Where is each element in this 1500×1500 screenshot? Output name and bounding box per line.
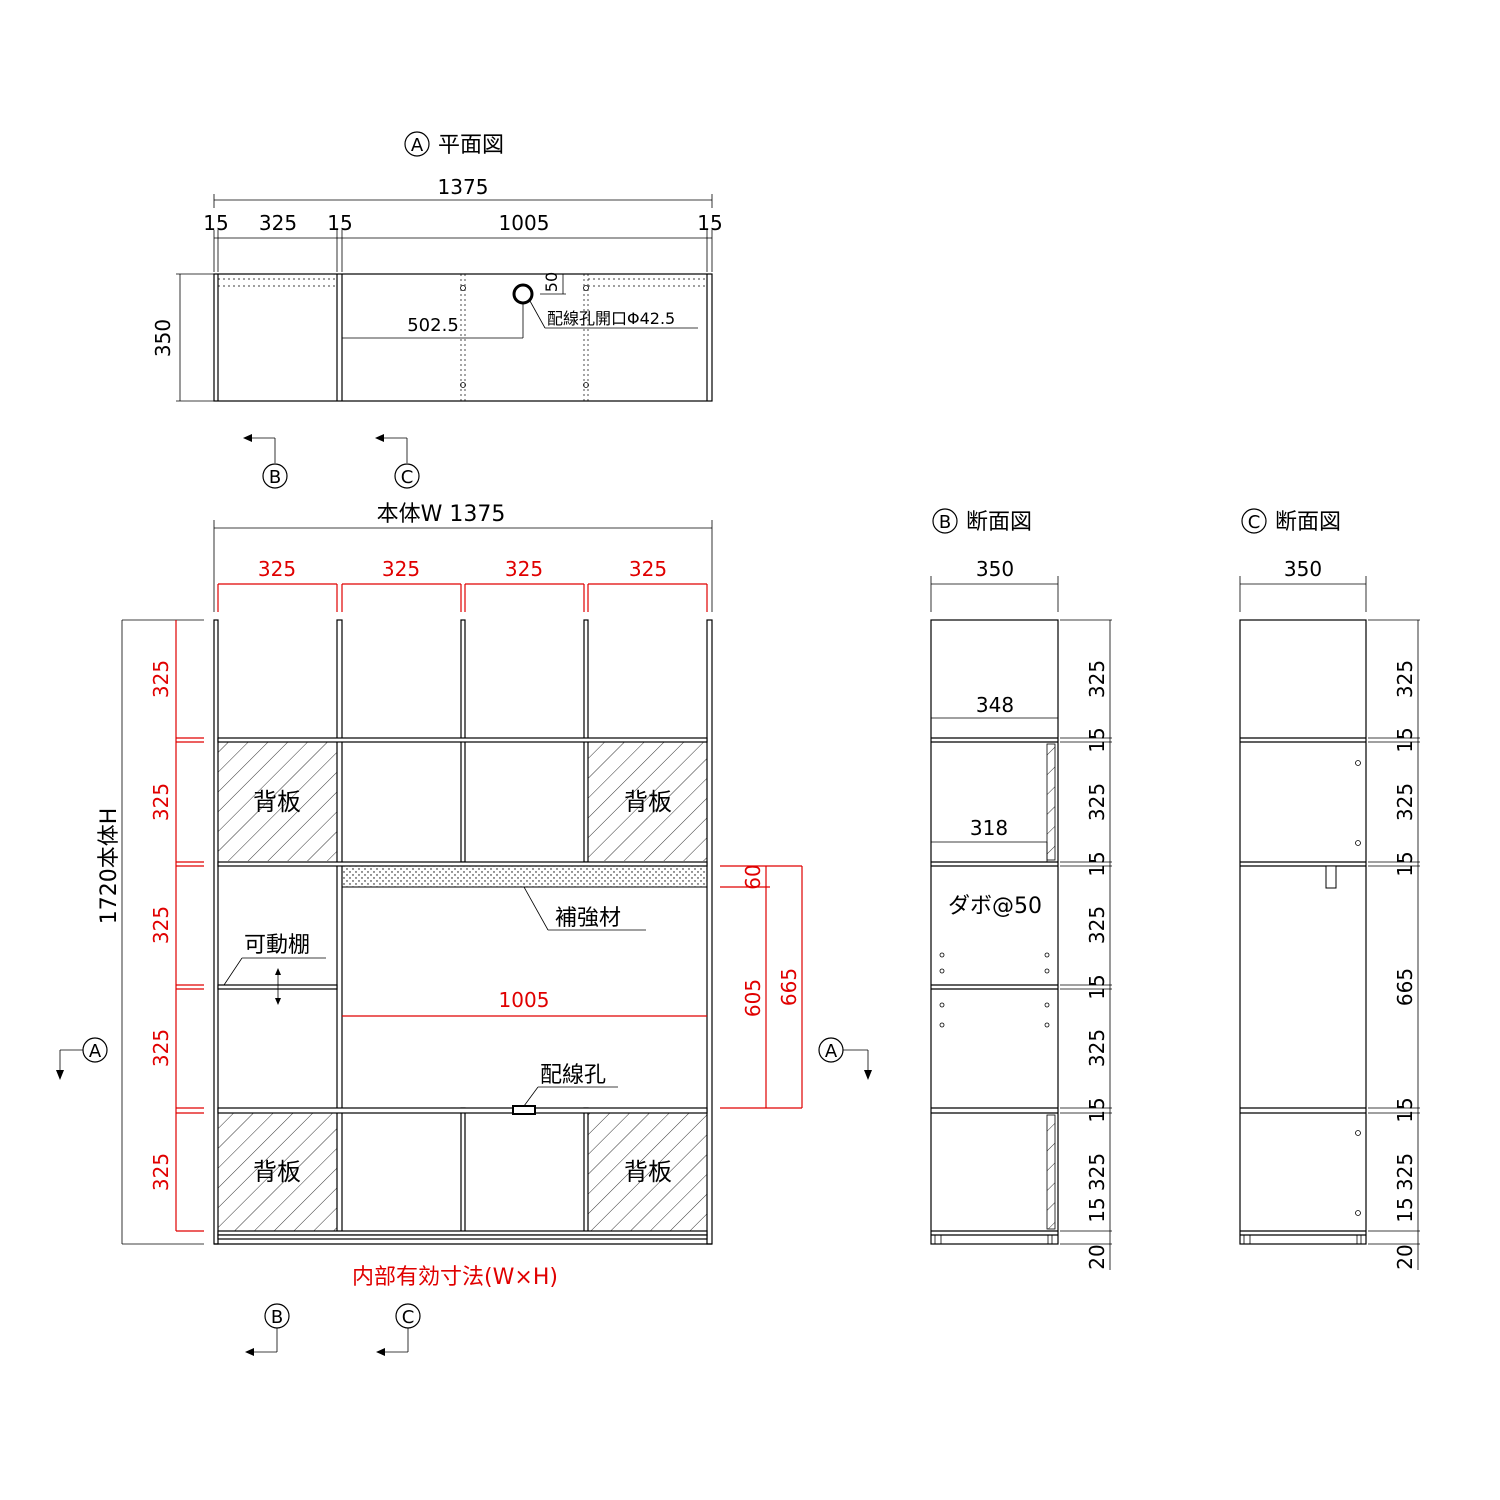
front-width-label: 本体W 1375	[377, 502, 506, 527]
opening-dim-605: 605	[741, 979, 765, 1017]
back-panel-label: 背板	[624, 1158, 672, 1186]
section-c-marker: C	[1248, 512, 1261, 533]
svg-text:C: C	[401, 467, 414, 488]
svg-text:325: 325	[1393, 783, 1417, 821]
plan-dim-1: 15	[203, 211, 228, 235]
opening-dim-60: 60	[741, 864, 765, 889]
row-height-3: 325	[149, 906, 173, 944]
wiring-hole-label: 配線孔	[540, 1063, 606, 1088]
back-panel-hatch	[218, 742, 337, 861]
back-panel-hatch	[588, 1113, 707, 1231]
svg-text:325: 325	[1085, 906, 1109, 944]
plan-dim-2: 325	[259, 211, 297, 235]
row-height-4: 325	[149, 1029, 173, 1067]
col-width-2: 325	[382, 557, 420, 581]
plan-marker-c: C	[375, 434, 420, 489]
row-height-1: 325	[149, 660, 173, 698]
svg-text:20: 20	[1393, 1244, 1417, 1269]
section-c-depth: 350	[1284, 557, 1322, 581]
svg-text:B: B	[269, 467, 281, 488]
internal-dims-caption: 内部有効寸法(W×H)	[352, 1265, 558, 1290]
svg-text:15: 15	[1085, 851, 1109, 876]
back-panel-hatch	[588, 742, 707, 861]
col-width-4: 325	[629, 557, 667, 581]
section-b-shelf-depth: 348	[976, 693, 1014, 717]
plan-outline	[213, 273, 713, 402]
section-c-outline	[1239, 619, 1367, 1245]
wiring-hole-icon	[512, 1105, 536, 1115]
plan-dim-5: 15	[697, 211, 722, 235]
front-marker-a-right: A	[818, 1037, 872, 1080]
svg-text:C: C	[402, 1307, 415, 1328]
back-panel-label: 背板	[253, 788, 301, 816]
plan-title: A 平面図	[404, 131, 504, 158]
section-b-view: B 断面図 350 348 318 ダボ@50	[930, 508, 1112, 1270]
svg-text:325: 325	[1085, 783, 1109, 821]
plan-hole-label: 配線孔開口Φ42.5	[547, 309, 675, 328]
front-marker-b: B	[245, 1303, 290, 1356]
section-b-outline	[930, 619, 1059, 1245]
svg-text:15: 15	[1393, 1097, 1417, 1122]
row-height-5: 325	[149, 1153, 173, 1191]
plan-hole-offset: 502.5	[407, 315, 459, 336]
front-view: 本体W 1375 325 325 325 325	[56, 502, 872, 1356]
dowel-holes	[939, 952, 1050, 1028]
plan-hole-top: 50	[542, 272, 561, 292]
svg-text:325: 325	[1393, 1153, 1417, 1191]
section-b-marker: B	[939, 512, 951, 533]
svg-text:20: 20	[1085, 1244, 1109, 1269]
reinforcement-section	[1325, 865, 1337, 889]
section-b-title: 断面図	[966, 510, 1032, 535]
wiring-hole-icon	[512, 283, 534, 305]
plan-title-text: 平面図	[438, 133, 504, 158]
svg-text:15: 15	[1393, 1197, 1417, 1222]
svg-text:15: 15	[1393, 727, 1417, 752]
front-marker-a-left: A	[56, 1037, 108, 1080]
front-height-label: 1720本体H	[97, 808, 122, 925]
section-c-title: 断面図	[1275, 510, 1341, 535]
section-b-depth: 350	[976, 557, 1014, 581]
svg-text:325: 325	[1085, 660, 1109, 698]
svg-text:15: 15	[1393, 851, 1417, 876]
reinforcement-label: 補強材	[555, 906, 621, 931]
back-panel-label: 背板	[624, 788, 672, 816]
plan-marker: A	[411, 135, 424, 156]
svg-text:B: B	[271, 1307, 283, 1328]
svg-text:325: 325	[1085, 1153, 1109, 1191]
plan-dim-4: 1005	[499, 211, 550, 235]
section-c-view: C 断面図 350 325 15 325 15	[1239, 508, 1420, 1270]
opening-width: 1005	[499, 988, 550, 1012]
plan-depth: 350	[151, 319, 175, 357]
back-panel-label: 背板	[253, 1158, 301, 1186]
row-height-2: 325	[149, 783, 173, 821]
dowel-spacing-label: ダボ@50	[948, 894, 1042, 919]
col-width-3: 325	[505, 557, 543, 581]
plan-total-width: 1375	[438, 175, 489, 199]
back-panel-hatch	[218, 1113, 337, 1231]
svg-text:15: 15	[1085, 727, 1109, 752]
plan-view: A 平面図 1375 15 325 15 1005 15	[151, 131, 723, 489]
svg-text:325: 325	[1085, 1029, 1109, 1067]
svg-text:325: 325	[1393, 660, 1417, 698]
movable-shelf-label: 可動棚	[244, 933, 310, 958]
plan-dim-3: 15	[327, 211, 352, 235]
svg-text:A: A	[825, 1041, 838, 1062]
col-width-1: 325	[258, 557, 296, 581]
svg-text:15: 15	[1085, 974, 1109, 999]
front-marker-c: C	[376, 1303, 421, 1356]
plan-marker-b: B	[243, 434, 288, 489]
section-b-shelf-depth2: 318	[970, 816, 1008, 840]
opening-dim-665: 665	[777, 968, 801, 1006]
svg-text:15: 15	[1085, 1097, 1109, 1122]
reinforcement-bar	[341, 865, 708, 888]
svg-text:665: 665	[1393, 968, 1417, 1006]
svg-text:15: 15	[1085, 1197, 1109, 1222]
svg-text:A: A	[89, 1041, 102, 1062]
